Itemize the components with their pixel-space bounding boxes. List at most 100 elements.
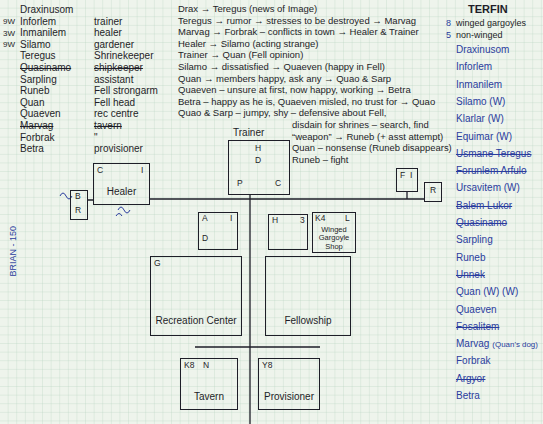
roster-name: Inmanilem: [456, 79, 502, 91]
building-box: K8 N Tavern: [180, 358, 238, 410]
story-note: Betra – happy as he is, Quaeven misled, …: [178, 97, 435, 108]
row-mark: 3W: [3, 29, 15, 38]
roster-name: Silamo (W): [456, 96, 505, 108]
room-letter: Y8: [262, 361, 272, 370]
building-name: Recreation Center: [151, 315, 241, 326]
roster-name: Marvag: [456, 338, 489, 350]
road-line: [88, 192, 424, 424]
roster-name: Sarpling: [456, 234, 493, 246]
story-note: disdain for shrines – search, find: [292, 120, 429, 131]
building-name: Healer: [94, 186, 149, 197]
building-name: Tavern: [181, 391, 237, 402]
role-note: Shrinekeeper: [94, 50, 153, 62]
role-note: gardener: [94, 39, 134, 51]
character-name: Inmanilem: [20, 27, 66, 39]
roster-name: Runeb: [456, 252, 485, 264]
building-box: R: [424, 182, 442, 202]
room-letter: P: [237, 179, 243, 188]
character-name: Teregus: [20, 50, 56, 62]
story-note: Quao & Sarp – jumpy, shy – defensive abo…: [178, 108, 386, 119]
room-letter: H: [272, 216, 278, 225]
character-name: Quaeven: [20, 108, 61, 120]
role-note: shipkeeper: [94, 62, 143, 74]
roster-name: Klarlar (W): [456, 113, 504, 125]
room-letter: H: [255, 144, 261, 153]
story-note: Marvag → Forbrak – conflicts in town → H…: [178, 27, 419, 38]
building-box: H3: [268, 214, 308, 250]
role-note: provisioner: [94, 143, 143, 155]
roster-name: Argyor: [456, 373, 485, 385]
room-letter: D: [202, 234, 208, 243]
author-note: BRIAN - 150: [8, 216, 18, 286]
count-number: 5: [446, 30, 451, 40]
roster-name: Equimar (W): [456, 131, 512, 143]
role-note: healer: [94, 27, 122, 39]
room-letter: I: [141, 166, 143, 175]
character-name: Marvag: [20, 120, 53, 132]
building-box: Y8Provisioner: [258, 358, 320, 410]
roster-name: Usmane Teregus: [456, 148, 531, 160]
building-box: GRecreation Center: [150, 256, 242, 336]
building-name: Fellowship: [266, 315, 350, 326]
roster-name: Quan (W) (W): [456, 286, 518, 298]
building-name: Provisioner: [259, 391, 319, 402]
room-letter: R: [75, 206, 81, 215]
story-note: Quan – nonsense (Runeb disappears): [292, 143, 452, 154]
story-note: Healer → Silamo (acting strange): [178, 39, 318, 50]
story-note: Runeb – fight: [292, 155, 349, 166]
building-name: Trainer: [233, 127, 264, 138]
story-note: Silamo → dissatisfied → Quaeven (happy i…: [178, 62, 385, 73]
roster-name: Inforlem: [456, 61, 492, 73]
building-name: Winged Gargoyle Shop: [313, 226, 355, 251]
roster-name: Draxinusom: [456, 44, 509, 56]
building-box: Fellowship: [265, 256, 351, 336]
count-note: non-winged: [456, 30, 503, 40]
room-letter: I: [230, 214, 232, 223]
character-name: Quasinamo: [20, 62, 71, 74]
character-name: Inforlem: [20, 16, 56, 28]
count-number: 8: [446, 18, 451, 28]
room-letter: K4: [315, 214, 325, 223]
row-mark: 9W: [3, 17, 15, 26]
roster-name: Unnek: [456, 269, 485, 281]
character-name: Sarpling: [20, 74, 57, 86]
room-letter: A: [202, 214, 208, 223]
roster-name: Fosalitem: [456, 321, 499, 333]
row-mark: 9W: [3, 40, 15, 49]
roster-name: Forunlem Arfulo: [456, 165, 527, 177]
roster-name: Quaeven: [456, 304, 497, 316]
building-box: C I Healer: [93, 163, 150, 205]
room-letter: N: [203, 361, 209, 370]
shop-box: K4 L Winged Gargoyle Shop: [312, 212, 356, 253]
story-note: Quaeven – unsure at first, now happy, wo…: [178, 85, 411, 96]
column-heading: TERFIN: [468, 3, 508, 16]
character-name: Betra: [20, 143, 44, 155]
room-letter: L: [345, 214, 350, 223]
character-name: Draxinusom: [20, 4, 73, 16]
room-letter: I: [410, 171, 412, 180]
roster-name: Quasinamo: [456, 217, 507, 229]
role-note: tavern: [94, 120, 122, 132]
room-letter: 3: [300, 216, 305, 225]
role-note: trainer: [94, 16, 122, 28]
room-letter: C: [275, 179, 281, 188]
room-letter: D: [255, 156, 261, 165]
room-letter: K8: [184, 361, 194, 370]
role-note: Fell strongarm: [94, 85, 158, 97]
character-name: Forbrak: [20, 132, 54, 144]
room-letter: F: [400, 171, 405, 180]
story-note: Trainer → Quan (Fell opinion): [178, 50, 303, 61]
room-letter: R: [430, 186, 436, 195]
room-letter: C: [97, 166, 103, 175]
character-name: Quan: [20, 97, 44, 109]
roster-name: Ursavitem (W): [456, 182, 520, 194]
squiggle-mark: [116, 207, 130, 216]
role-note: Fell head: [94, 97, 135, 109]
story-note: Drax → Teregus (news of Image): [178, 4, 317, 15]
building-box: BR: [70, 190, 88, 220]
roster-name: Balem Lukor: [456, 200, 512, 212]
building-box: FI: [396, 168, 418, 192]
character-name: Silamo: [20, 39, 51, 51]
